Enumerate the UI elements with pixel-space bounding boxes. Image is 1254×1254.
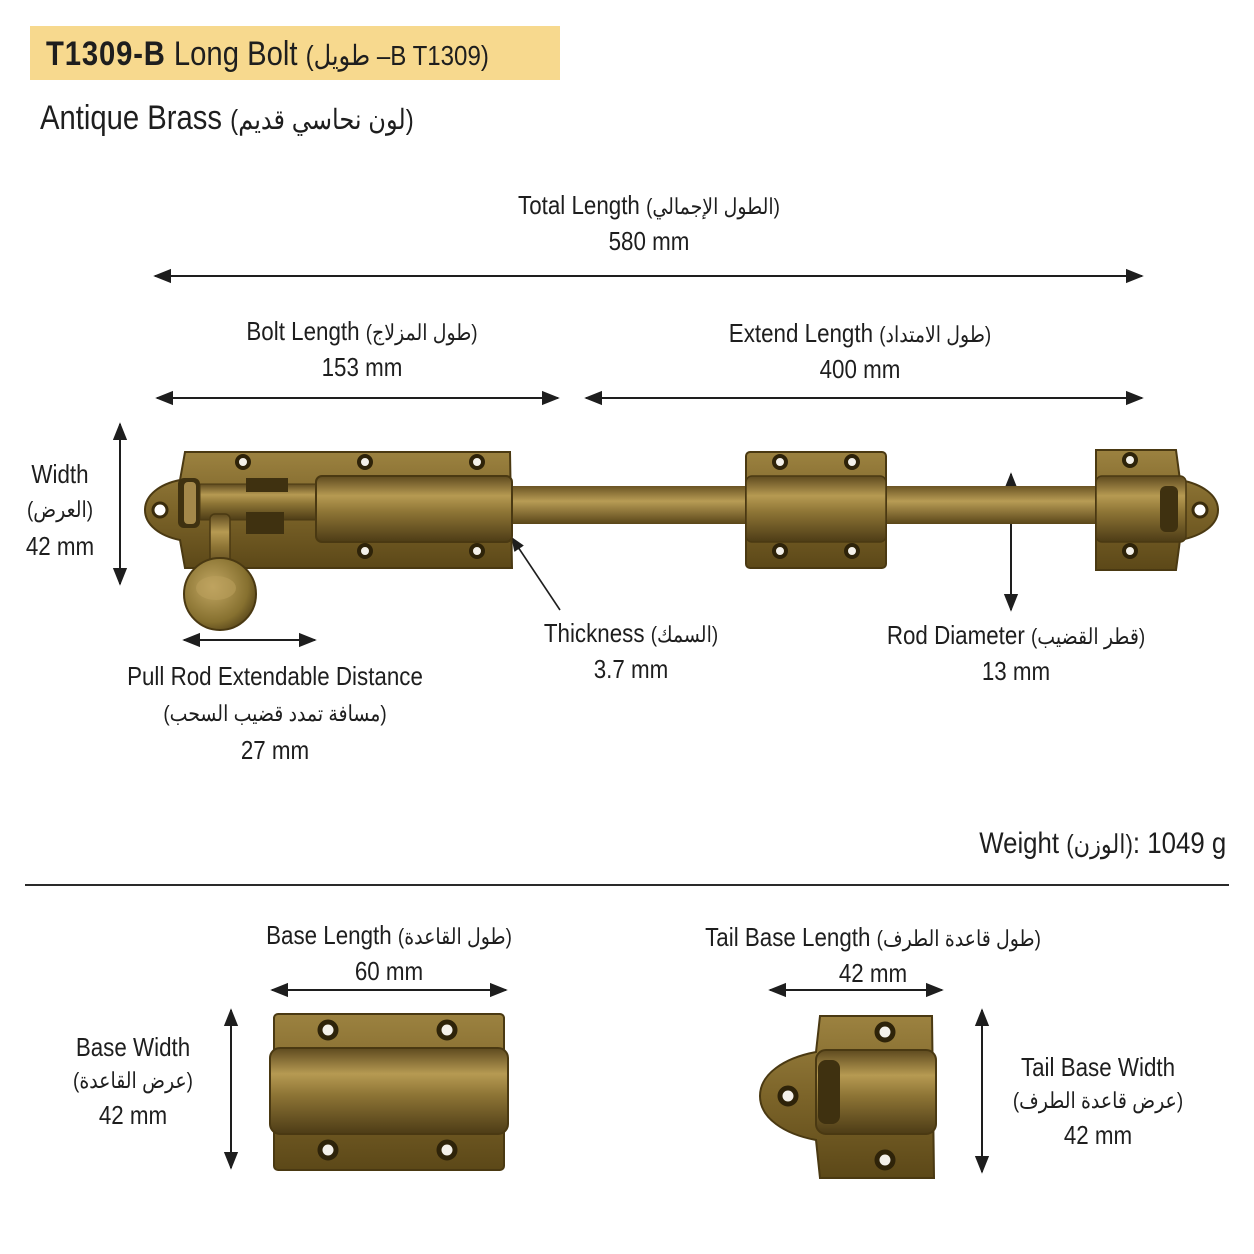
base-length-label: Base Length (طول القاعدة) 60 mm [266, 920, 512, 986]
title-banner [30, 26, 560, 80]
page-title: T1309-B Long Bolt (طويل –B T1309) [46, 34, 489, 76]
tail-base-illustration [758, 1015, 937, 1179]
finish-name-ar: (لون نحاسي قديم) [230, 104, 414, 135]
pull-rod-label: Pull Rod Extendable Distance (مسافة تمدد… [127, 658, 423, 769]
tail-base-length-value: 42 mm [838, 958, 908, 988]
tail-base-width-value: 42 mm [1063, 1120, 1133, 1150]
weight-value: 1049 g [1147, 827, 1226, 860]
thickness-label: Thickness (السمك) 3.7 mm [543, 618, 719, 684]
weight-label: Weight (الوزن): 1049 g [979, 827, 1226, 860]
base-length-value: 60 mm [354, 956, 424, 986]
finish-name: Antique Brass [40, 99, 223, 137]
finish-subtitle: Antique Brass (لون نحاسي قديم) [40, 98, 414, 140]
bolt-housing [315, 475, 513, 543]
total-length-value: 580 mm [608, 226, 690, 256]
tail-base-length-label: Tail Base Length (طول قاعدة الطرف) 42 mm [705, 922, 1041, 988]
base-plate-illustration [269, 1013, 509, 1171]
extend-length-value: 400 mm [819, 354, 901, 384]
width-label: Width (العرض) 42 mm [26, 456, 94, 564]
bolt-length-value: 153 mm [321, 352, 403, 382]
thickness-value: 3.7 mm [593, 654, 669, 684]
product-name-ar: (طويل –B T1309) [305, 40, 489, 71]
base-width-label: Base Width (عرض القاعدة) 42 mm [73, 1032, 193, 1130]
model-code: T1309-B [46, 35, 166, 73]
base-width-value: 42 mm [98, 1100, 168, 1130]
thickness-pointer [511, 536, 561, 611]
rod-diameter-label: Rod Diameter (قطر القضيب) 13 mm [886, 620, 1146, 686]
bolt-length-label: Bolt Length (طول المزلاج) 153 mm [246, 316, 478, 382]
extend-length-label: Extend Length (طول الامتداد) 400 mm [728, 318, 992, 384]
rod-diameter-value: 13 mm [981, 656, 1051, 686]
long-bolt-illustration [143, 449, 1220, 631]
width-value: 42 mm [25, 531, 95, 561]
product-name: Long Bolt [173, 35, 298, 73]
total-length-label: Total Length (الطول الإجمالي) 580 mm [518, 190, 780, 256]
pull-rod-value: 27 mm [240, 735, 310, 765]
tail-base-width-label: Tail Base Width (عرض قاعدة الطرف) 42 mm [1012, 1052, 1184, 1150]
